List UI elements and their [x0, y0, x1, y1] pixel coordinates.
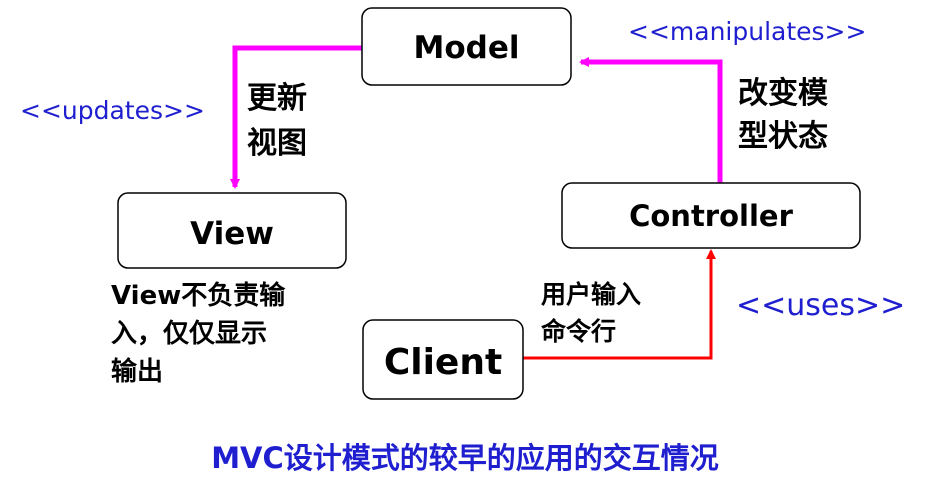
user-input-annotation: 用户输入 命令行 — [541, 280, 650, 346]
updates-stereotype: <<updates>> — [20, 96, 205, 125]
view-label: View — [190, 216, 274, 252]
view-note-line-2: 入，仅仅显示 — [111, 319, 267, 349]
diagram-caption: MVC设计模式的较早的应用的交互情况 — [211, 441, 719, 475]
updates-arrow — [230, 45, 362, 189]
manipulates-stereotype: <<manipulates>> — [628, 17, 866, 46]
view-note-line-1: View不负责输 — [111, 280, 286, 311]
update-view-line-1: 更新 — [247, 81, 307, 116]
model-box: Model — [361, 7, 572, 86]
change-model-state-annotation: 改变模 型状态 — [738, 76, 838, 154]
change-model-state-line-1: 改变模 — [738, 76, 828, 111]
uses-stereotype: <<uses>> — [736, 288, 905, 323]
user-input-line-1: 用户输入 — [541, 280, 641, 309]
user-input-line-2: 命令行 — [541, 317, 616, 346]
model-label: Model — [414, 30, 520, 66]
view-note-annotation: View不负责输 入，仅仅显示 输出 — [111, 280, 294, 387]
controller-label: Controller — [629, 199, 793, 233]
uses-arrow — [523, 249, 716, 360]
update-view-line-2: 视图 — [247, 126, 307, 161]
change-model-state-line-2: 型状态 — [738, 119, 828, 154]
client-label: Client — [384, 342, 502, 383]
controller-box: Controller — [561, 182, 861, 249]
view-box: View — [117, 192, 347, 269]
view-note-line-3: 输出 — [111, 356, 163, 387]
update-view-annotation: 更新 视图 — [247, 81, 317, 161]
client-box: Client — [362, 319, 524, 400]
manipulates-arrow — [579, 57, 723, 183]
